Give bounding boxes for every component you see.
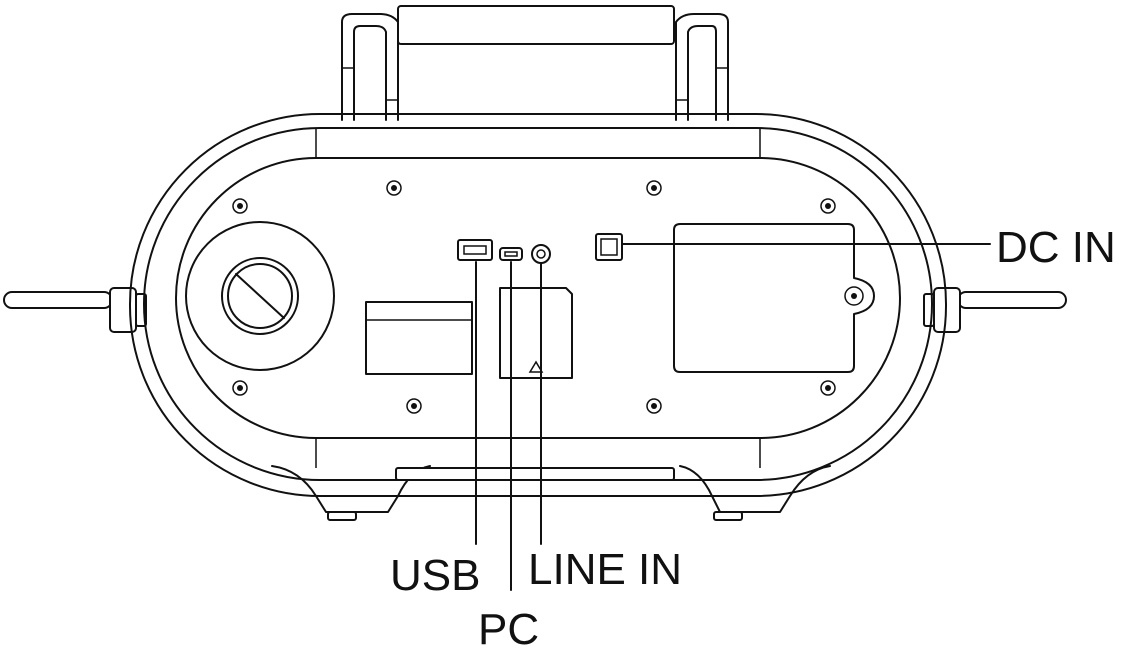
screw: [646, 180, 662, 196]
port-cover: [499, 287, 573, 379]
label-usb: USB: [390, 551, 480, 600]
screw: [232, 198, 248, 214]
pc-port: [499, 247, 523, 261]
dc-in-port: [595, 233, 623, 261]
speaker-body: [129, 113, 947, 497]
screw: [406, 398, 422, 414]
screw: [820, 380, 836, 396]
screw: [646, 398, 662, 414]
screw: [232, 380, 248, 396]
carry-handle: [341, 5, 729, 121]
label-plate: [365, 301, 473, 375]
battery-cap: [185, 221, 335, 371]
screw: [386, 180, 402, 196]
feet: [271, 465, 831, 521]
screw: [820, 198, 836, 214]
side-strap-left: [3, 287, 147, 333]
line-in-port: [531, 244, 551, 264]
label-line-in: LINE IN: [528, 545, 682, 594]
usb-port: [457, 239, 493, 261]
leader-lines: [475, 243, 991, 591]
screws: [232, 180, 836, 414]
rear-plate: [673, 223, 875, 373]
label-pc: PC: [478, 605, 539, 650]
label-dc-in: DC IN: [996, 223, 1116, 272]
